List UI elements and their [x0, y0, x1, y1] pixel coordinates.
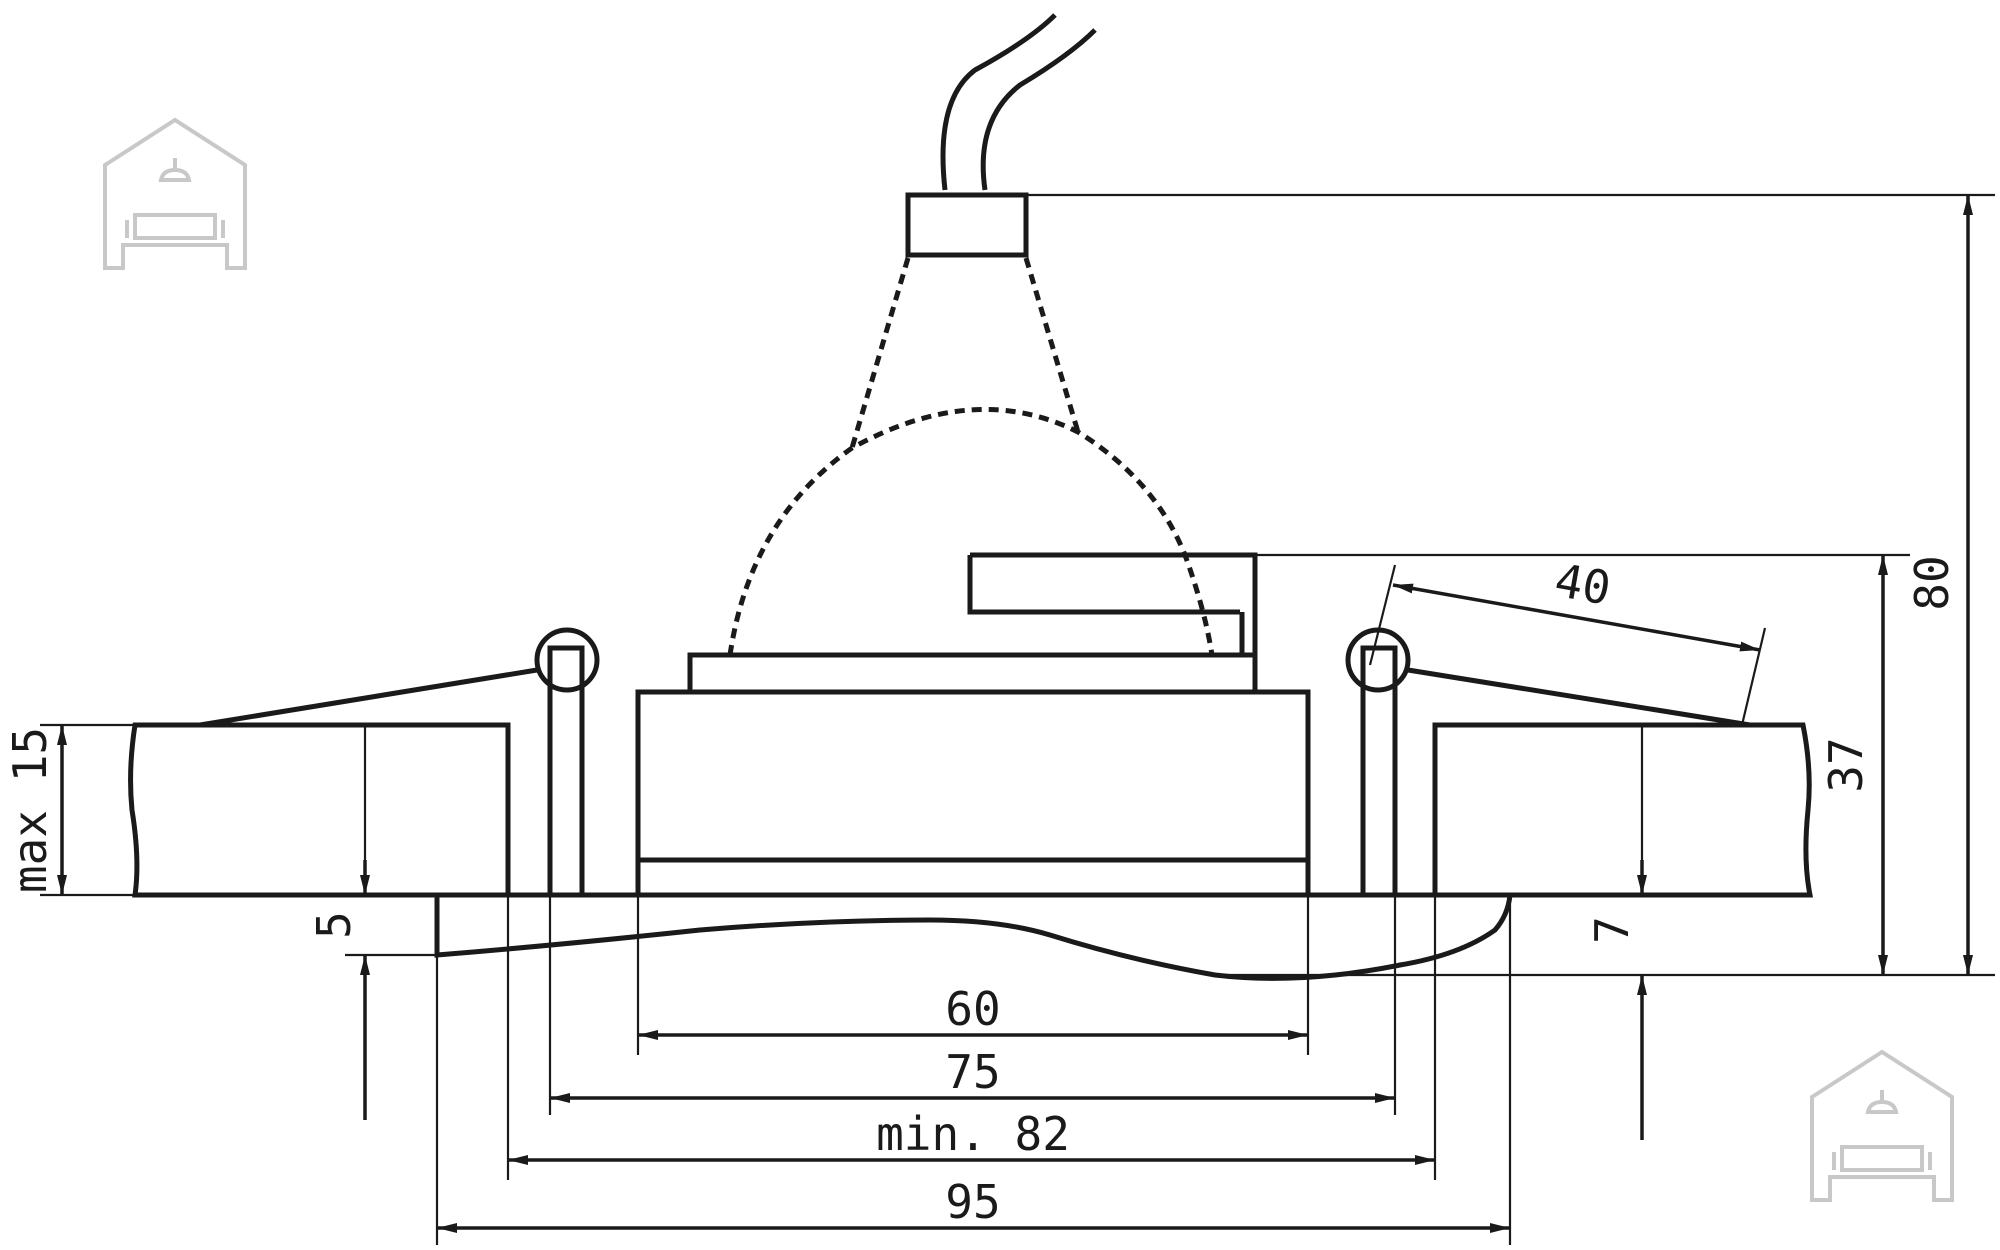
cable-connector: [905, 192, 1029, 258]
dim-label-max15: max 15: [3, 727, 57, 893]
dim-ceiling-max: max 15: [3, 723, 135, 897]
dim-label-5: 5: [307, 911, 361, 939]
dim-width-60: 60: [636, 895, 1310, 1055]
dim-label-40: 40: [1551, 553, 1615, 616]
dim-label-80: 80: [1905, 555, 1959, 610]
dim-label-7: 7: [1585, 916, 1639, 944]
dim-trim-depth: 5: [307, 725, 437, 1120]
spring-left: [199, 627, 600, 898]
dim-label-75: 75: [945, 1045, 1000, 1099]
cable: [940, 13, 1097, 191]
ceiling-left: [128, 722, 511, 898]
dim-height-mount: 37: [1255, 553, 1910, 975]
dim-tilt-40: 40: [1368, 553, 1767, 726]
dim-width-95: 95: [435, 895, 1512, 1245]
dim-width-75: 75: [548, 895, 1397, 1115]
dim-label-60: 60: [945, 982, 1000, 1036]
dim-label-37: 37: [1819, 737, 1873, 792]
logo-top-left: [103, 117, 247, 270]
trim-ring: [434, 892, 1513, 981]
lamp-outline: [727, 257, 1215, 656]
logo-bottom-right: [1810, 1049, 1954, 1202]
dim-label-95: 95: [945, 1175, 1000, 1229]
lamp-module: [635, 652, 1311, 898]
dim-height-total: 80: [1026, 193, 1995, 977]
ceiling-right: [1432, 722, 1814, 898]
transformer-block: [967, 552, 1258, 655]
dim-width-82: min. 82: [506, 895, 1437, 1180]
spring-right: [1345, 627, 1751, 898]
dim-label-82: min. 82: [876, 1107, 1070, 1161]
dim-tilt-offset: 7: [1585, 725, 1647, 1140]
